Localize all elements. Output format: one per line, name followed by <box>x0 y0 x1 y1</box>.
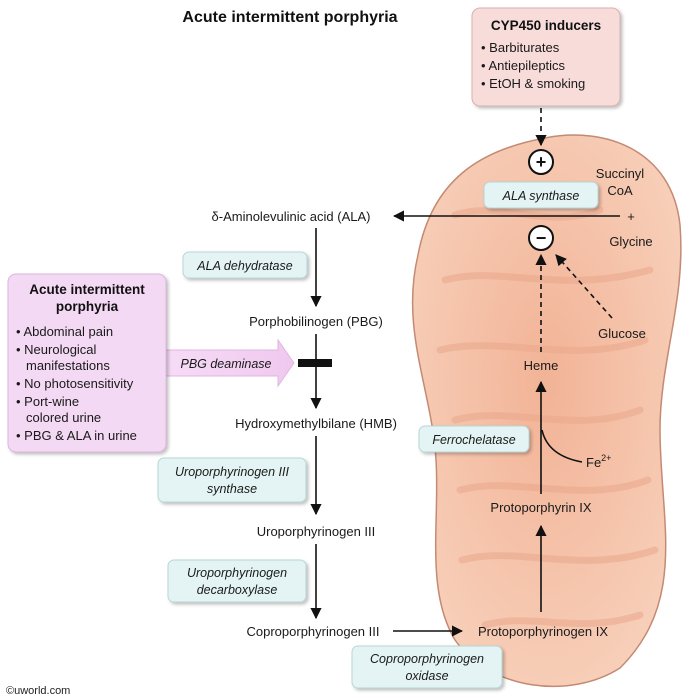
svg-text:ALA synthase: ALA synthase <box>502 189 580 203</box>
svg-text:Coproporphyrinogen: Coproporphyrinogen <box>370 652 484 666</box>
svg-text:Uroporphyrinogen: Uroporphyrinogen <box>187 566 287 580</box>
iron-incorporation-arrow <box>541 429 583 463</box>
aip-clinical-features-box: Acute intermittent porphyria • Abdominal… <box>7 273 167 453</box>
succinyl-coa-label-line2: CoA <box>607 183 633 198</box>
mitochondrion <box>411 134 682 688</box>
clinical-feature: • PBG & ALA in urine <box>16 428 137 443</box>
enzyme-uroporphyrinogen-iii-synthase: Uroporphyrinogen III synthase <box>157 457 307 503</box>
clinical-features-title-line2: porphyria <box>56 299 119 314</box>
plus-label: + <box>627 209 635 224</box>
diagram-title: Acute intermittent porphyria <box>182 9 397 26</box>
mitochondrion-cristae <box>436 206 659 629</box>
inducer-item: • EtOH & smoking <box>481 76 585 91</box>
svg-text:oxidase: oxidase <box>405 669 448 683</box>
enzyme-ala-synthase: ALA synthase <box>483 181 599 209</box>
clinical-feature: • Port-wine <box>16 394 79 409</box>
metabolite-protoporphyrin-ix: Protoporphyrin IX <box>490 500 591 515</box>
inducer-item: • Barbiturates <box>481 40 560 55</box>
metabolite-coproporphyrinogen-iii: Coproporphyrinogen III <box>247 624 380 639</box>
metabolite-hmb: Hydroxymethylbilane (HMB) <box>235 416 397 431</box>
svg-text:+: + <box>536 152 547 172</box>
enzyme-block-bar <box>298 359 332 367</box>
stimulation-sign: + <box>528 149 554 175</box>
svg-text:−: − <box>536 228 547 248</box>
svg-text:PBG deaminase: PBG deaminase <box>180 357 271 371</box>
cyp450-inducers-title: CYP450 inducers <box>491 18 601 33</box>
clinical-feature-continued: colored urine <box>26 410 101 425</box>
svg-text:ALA dehydratase: ALA dehydratase <box>196 259 292 273</box>
inhibition-sign: − <box>528 225 554 251</box>
glycine-label: Glycine <box>609 234 652 249</box>
enzyme-ferrochelatase: Ferrochelatase <box>418 425 530 453</box>
metabolite-protoporphyrinogen-ix: Protoporphyrinogen IX <box>478 624 608 639</box>
enzyme-pbg-deaminase: PBG deaminase <box>165 338 295 388</box>
clinical-feature-continued: manifestations <box>26 358 110 373</box>
clinical-feature: • Neurological <box>16 342 97 357</box>
clinical-feature: • Abdominal pain <box>16 324 113 339</box>
svg-text:synthase: synthase <box>207 482 257 496</box>
metabolite-uroporphyrinogen-iii: Uroporphyrinogen III <box>257 524 376 539</box>
enzyme-coproporphyrinogen-oxidase: Coproporphyrinogen oxidase <box>351 645 503 689</box>
metabolite-ala: δ-Aminolevulinic acid (ALA) <box>212 209 371 224</box>
enzyme-ala-dehydratase: ALA dehydratase <box>182 251 308 279</box>
copyright: ©uworld.com <box>6 685 70 697</box>
metabolite-pbg: Porphobilinogen (PBG) <box>249 314 383 329</box>
clinical-feature: • No photosensitivity <box>16 376 134 391</box>
svg-text:Ferrochelatase: Ferrochelatase <box>432 433 515 447</box>
clinical-features-title: Acute intermittent <box>29 282 145 297</box>
succinyl-coa-label: Succinyl <box>596 166 645 181</box>
svg-text:Uroporphyrinogen III: Uroporphyrinogen III <box>175 465 289 479</box>
enzyme-uroporphyrinogen-decarboxylase: Uroporphyrinogen decarboxylase <box>167 559 307 603</box>
metabolite-heme: Heme <box>524 358 559 373</box>
glucose-label: Glucose <box>598 326 646 341</box>
cyp450-inducers-box: CYP450 inducers • Barbiturates • Antiepi… <box>471 7 621 107</box>
inducer-item: • Antiepileptics <box>481 58 566 73</box>
iron-label: Fe2+ <box>586 453 611 470</box>
svg-text:decarboxylase: decarboxylase <box>197 583 278 597</box>
